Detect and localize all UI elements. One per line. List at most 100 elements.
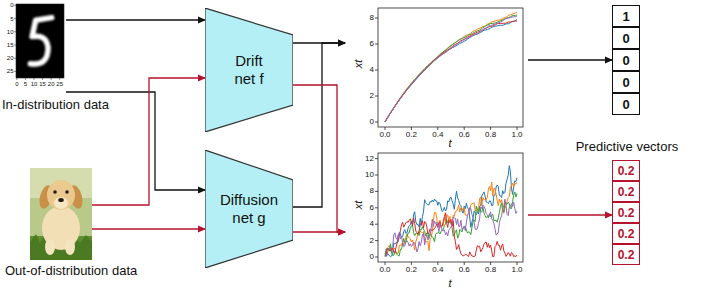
- plot-stroke: [59, 78, 60, 80]
- arrow-connector: [92, 228, 205, 229]
- plot-stroke: [375, 44, 378, 45]
- vector-value: 1: [622, 9, 629, 24]
- plot-stroke: [411, 127, 412, 130]
- tick-label: 6: [370, 40, 374, 48]
- plot-stroke: [385, 15, 517, 122]
- plot-frame: [375, 8, 523, 130]
- vector-value: 0.2: [618, 206, 635, 220]
- vector-cell: 0: [612, 27, 640, 49]
- tick-label: 10: [7, 29, 14, 35]
- tick-label: 0.6: [459, 266, 470, 274]
- plot-stroke: [14, 44, 16, 45]
- vector-value: 0: [622, 31, 629, 46]
- plot-stroke: [411, 262, 412, 265]
- tick-label: 8: [370, 187, 374, 195]
- arrow-connector: [293, 85, 345, 232]
- network-block: Diffusion net g: [205, 150, 293, 268]
- plot-stroke: [378, 8, 523, 127]
- plot-stroke: [385, 127, 386, 130]
- plot-stroke: [16, 78, 17, 80]
- vector-value: 0.2: [618, 185, 635, 199]
- plot-stroke: [464, 127, 465, 130]
- plot-stroke: [385, 192, 517, 257]
- vector-cell: 0.2: [612, 181, 640, 202]
- plot-stroke: [385, 16, 517, 122]
- plot-stroke: [34, 78, 35, 80]
- plot-stroke: [375, 207, 378, 208]
- plot-stroke: [375, 257, 378, 258]
- tick-label: 0.6: [459, 131, 470, 139]
- plot-stroke: [385, 19, 517, 122]
- dog-photo: [30, 168, 92, 260]
- plot-stroke: [490, 262, 491, 265]
- vector-value: 0.2: [618, 227, 635, 241]
- tick-label: 1.0: [511, 131, 522, 139]
- plot-stroke: [375, 191, 378, 192]
- tick-label: 5: [10, 16, 13, 22]
- plot-stroke: [375, 70, 378, 71]
- plot-stroke: [385, 166, 517, 257]
- vector-value: 0.2: [618, 164, 635, 178]
- vector-cell: 0: [612, 71, 640, 93]
- tick-label: 4: [370, 66, 374, 74]
- tick-label: 10: [365, 171, 374, 179]
- caption-label: Predictive vectors: [576, 140, 679, 153]
- vector-value: 0.2: [618, 248, 635, 262]
- tick-label: 4: [370, 220, 374, 228]
- plot-stroke: [464, 262, 465, 265]
- axis-label: xt: [353, 60, 364, 69]
- axis-label: t: [448, 278, 451, 289]
- tick-label: 20: [7, 55, 14, 61]
- plot-frame: [375, 153, 523, 265]
- plot-stroke: [375, 224, 378, 225]
- tick-label: 1.0: [511, 266, 522, 274]
- network-label: Diffusion net g: [212, 191, 286, 227]
- axis-label: t: [448, 138, 451, 149]
- tick-label: 15: [39, 81, 46, 87]
- image-caption: In-distribution data: [2, 98, 109, 112]
- vector-value: 0: [622, 97, 629, 112]
- plot-stroke: [14, 5, 16, 6]
- plot-stroke: [14, 71, 16, 72]
- vector-value: 0: [622, 53, 629, 68]
- plot-stroke: [51, 78, 52, 80]
- vector-cell: 1: [612, 5, 640, 27]
- axis-label: xt: [353, 201, 364, 210]
- plot-stroke: [517, 127, 518, 130]
- input-image: Out-of-distribution data: [30, 168, 92, 260]
- tick-label: 0: [15, 81, 18, 87]
- plot-stroke: [375, 175, 378, 176]
- plot-stroke: [14, 31, 16, 32]
- tick-label: 0.2: [406, 131, 417, 139]
- plot-stroke: [385, 199, 517, 257]
- plot-stroke: [375, 96, 378, 97]
- plot-stroke: [437, 127, 438, 130]
- image-caption: Out-of-distribution data: [5, 264, 137, 278]
- tick-label: 2: [370, 237, 374, 245]
- tick-label: 6: [370, 204, 374, 212]
- tick-label: 8: [370, 14, 374, 22]
- tick-label: 0: [10, 2, 13, 8]
- network-label: Drift net f: [223, 52, 275, 88]
- vector-cell: 0.2: [612, 160, 640, 181]
- plot-stroke: [385, 213, 517, 257]
- plot-stroke: [42, 78, 43, 80]
- tick-label: 20: [48, 81, 55, 87]
- tick-label: 0.8: [485, 131, 496, 139]
- plot-stroke: [490, 127, 491, 130]
- tick-label: 12: [365, 155, 374, 163]
- arrow-connector: [293, 231, 345, 232]
- plot-stroke: [517, 262, 518, 265]
- tick-label: 10: [31, 81, 38, 87]
- tick-label: 0.4: [432, 266, 443, 274]
- plot-stroke: [14, 58, 16, 59]
- arrow-connector: [66, 19, 205, 20]
- arrow-connector: [528, 214, 612, 215]
- arrow-connector: [528, 59, 612, 60]
- network-block: Drift net f: [205, 8, 293, 132]
- mnist-ticks: [14, 5, 60, 80]
- plot-stroke: [25, 78, 26, 80]
- tick-label: 25: [7, 68, 14, 74]
- plot-stroke: [375, 122, 378, 123]
- trapezoid-outline: [205, 150, 293, 268]
